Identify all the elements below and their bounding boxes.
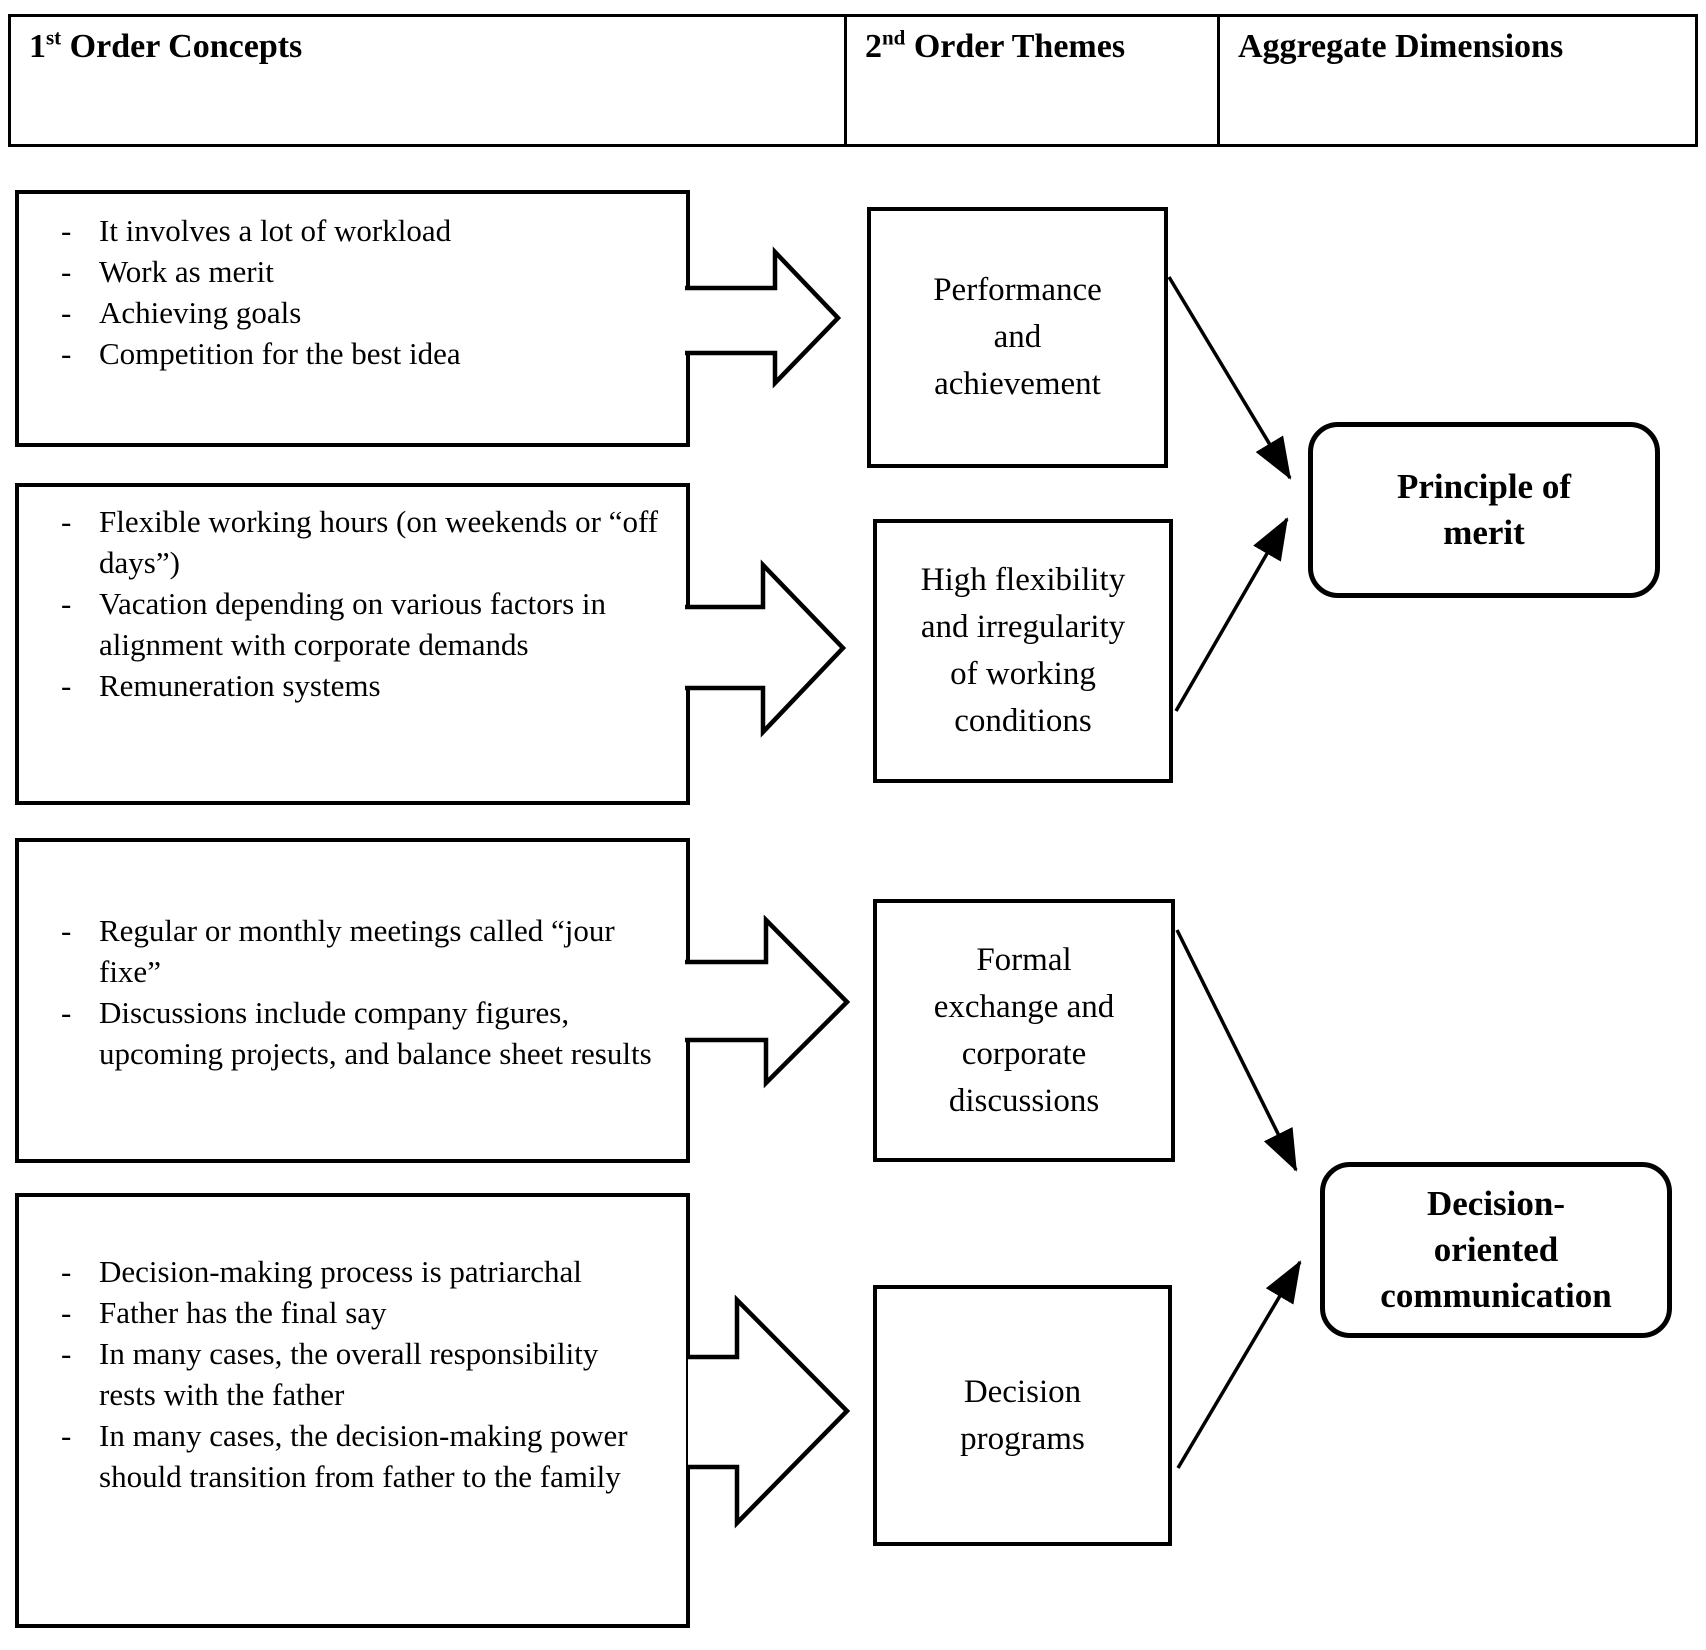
header-col1-ordinal-suffix: st bbox=[46, 25, 62, 50]
theme-box-decision-programs: Decision programs bbox=[873, 1285, 1172, 1546]
label-line: corporate bbox=[961, 1035, 1087, 1072]
block-arrow-concepts3-to-theme3 bbox=[685, 914, 851, 1089]
concept-box-workload-merit: -It involves a lot of workload-Work as m… bbox=[15, 190, 690, 447]
concept-box-meetings: -Regular or monthly meetings called “jou… bbox=[15, 838, 690, 1163]
arrow-theme3-to-communication bbox=[1175, 929, 1298, 1172]
concept-bullet: -Remuneration systems bbox=[61, 665, 662, 706]
concept-bullet: -Achieving goals bbox=[61, 292, 662, 333]
bullet-dash: - bbox=[61, 336, 72, 371]
concept-bullet: -It involves a lot of workload bbox=[61, 210, 662, 251]
bullet-dash: - bbox=[61, 1336, 72, 1371]
bullet-dash: - bbox=[61, 913, 72, 948]
concept-box-flexible-hours: -Flexible working hours (on weekends or … bbox=[15, 483, 690, 805]
header-aggregate-dimensions: Aggregate Dimensions bbox=[1220, 17, 1695, 144]
theme-box-formal-exchange: Formal exchange and corporate discussions bbox=[873, 899, 1175, 1162]
concept-bullet: -Work as merit bbox=[61, 251, 662, 292]
concept-bullet: -Regular or monthly meetings called “jou… bbox=[61, 910, 662, 992]
label-line: communication bbox=[1380, 1276, 1612, 1315]
label-line: and bbox=[993, 319, 1042, 355]
concept-bullet: -Competition for the best idea bbox=[61, 333, 662, 374]
label-line: programs bbox=[960, 1420, 1085, 1457]
concept-bullet: -In many cases, the overall responsibili… bbox=[61, 1333, 662, 1415]
column-header-row: 1st Order Concepts 2nd Order Themes Aggr… bbox=[8, 14, 1698, 147]
dimension-label: Principle of merit bbox=[1397, 464, 1571, 556]
theme-label: Decision programs bbox=[960, 1369, 1085, 1463]
label-line: Decision bbox=[963, 1373, 1082, 1410]
label-line: Performance bbox=[933, 272, 1102, 308]
label-line: oriented bbox=[1433, 1230, 1559, 1269]
label-line: Principle of bbox=[1397, 467, 1571, 506]
label-line: achievement bbox=[934, 366, 1101, 402]
bullet-text: Achieving goals bbox=[99, 295, 302, 330]
dimension-box-principle-of-merit: Principle of merit bbox=[1308, 422, 1660, 598]
concept-bullet: -Discussions include company figures, up… bbox=[61, 992, 662, 1074]
concept-bullet-list: -Decision-making process is patriarchal-… bbox=[19, 1197, 686, 1497]
dimension-label: Decision-oriented communication bbox=[1380, 1181, 1611, 1319]
header-col2-number: 2 bbox=[865, 28, 882, 65]
header-first-order-concepts: 1st Order Concepts bbox=[11, 17, 847, 144]
dimension-box-decision-oriented-communication: Decision-oriented communication bbox=[1320, 1162, 1672, 1338]
bullet-dash: - bbox=[61, 1418, 72, 1453]
bullet-text: Flexible working hours (on weekends or “… bbox=[99, 504, 659, 580]
bullet-dash: - bbox=[61, 1295, 72, 1330]
concept-bullet-list: -It involves a lot of workload-Work as m… bbox=[19, 194, 686, 374]
theme-box-high-flexibility: High flexibility and irregularity of worki… bbox=[873, 519, 1173, 783]
concept-bullet: -Father has the final say bbox=[61, 1292, 662, 1333]
header-col2-ordinal-suffix: nd bbox=[882, 25, 906, 50]
arrow-theme1-to-merit bbox=[1167, 276, 1292, 480]
theme-box-performance-achievement: Performance and achievement bbox=[867, 207, 1168, 468]
label-line: Formal bbox=[976, 941, 1072, 978]
arrow-theme2-to-merit bbox=[1174, 517, 1289, 712]
header-col2-text: Order Themes bbox=[905, 28, 1126, 65]
bullet-text: Competition for the best idea bbox=[99, 336, 461, 371]
label-line: exchange and bbox=[933, 988, 1115, 1025]
bullet-text: Remuneration systems bbox=[99, 668, 381, 703]
label-line: merit bbox=[1443, 513, 1525, 552]
label-line: Decision- bbox=[1426, 1184, 1566, 1223]
bullet-text: Regular or monthly meetings called “jour… bbox=[99, 913, 615, 989]
label-line: conditions bbox=[954, 703, 1092, 739]
bullet-dash: - bbox=[61, 254, 72, 289]
concept-bullet-list: -Flexible working hours (on weekends or … bbox=[19, 487, 686, 706]
bullet-dash: - bbox=[61, 213, 72, 248]
bullet-text: In many cases, the overall responsibilit… bbox=[99, 1336, 599, 1412]
theme-label: Performance and achievement bbox=[933, 267, 1102, 408]
bullet-text: It involves a lot of workload bbox=[99, 213, 452, 248]
label-line: High flexibility bbox=[920, 562, 1126, 598]
concept-bullet: -Vacation depending on various factors i… bbox=[61, 583, 662, 665]
label-line: and irregularity bbox=[920, 609, 1126, 645]
header-col1-number: 1 bbox=[29, 28, 46, 65]
arrow-theme4-to-communication bbox=[1176, 1260, 1302, 1469]
label-line: of working bbox=[950, 656, 1096, 692]
theme-label: High flexibility and irregularity of worki… bbox=[921, 557, 1125, 745]
bullet-dash: - bbox=[61, 1254, 72, 1289]
concept-bullet: -Decision-making process is patriarchal bbox=[61, 1251, 662, 1292]
header-col1-text: Order Concepts bbox=[61, 28, 303, 65]
bullet-text: Decision-making process is patriarchal bbox=[99, 1254, 582, 1289]
bullet-text: In many cases, the decision-making power… bbox=[99, 1418, 628, 1494]
concept-bullet: -Flexible working hours (on weekends or … bbox=[61, 501, 662, 583]
bullet-dash: - bbox=[61, 995, 72, 1030]
block-arrow-concepts2-to-theme2 bbox=[685, 559, 847, 738]
bullet-dash: - bbox=[61, 668, 72, 703]
header-second-order-themes: 2nd Order Themes bbox=[847, 17, 1220, 144]
bullet-dash: - bbox=[61, 586, 72, 621]
theme-label: Formal exchange and corporate discussions bbox=[934, 937, 1115, 1125]
bullet-text: Father has the final say bbox=[99, 1295, 387, 1330]
concept-box-decision-making: -Decision-making process is patriarchal-… bbox=[15, 1193, 690, 1628]
concept-bullet-list: -Regular or monthly meetings called “jou… bbox=[19, 842, 686, 1074]
label-line: discussions bbox=[948, 1082, 1100, 1119]
bullet-text: Vacation depending on various factors in… bbox=[99, 586, 607, 662]
bullet-dash: - bbox=[61, 295, 72, 330]
bullet-text: Discussions include company figures, upc… bbox=[99, 995, 652, 1071]
concept-bullet: -In many cases, the decision-making powe… bbox=[61, 1415, 662, 1497]
bullet-text: Work as merit bbox=[99, 254, 274, 289]
block-arrow-concepts1-to-theme1 bbox=[685, 246, 842, 389]
block-arrow-concepts4-to-theme4 bbox=[688, 1294, 851, 1529]
header-col3-text: Aggregate Dimensions bbox=[1238, 28, 1564, 65]
bullet-dash: - bbox=[61, 504, 72, 539]
